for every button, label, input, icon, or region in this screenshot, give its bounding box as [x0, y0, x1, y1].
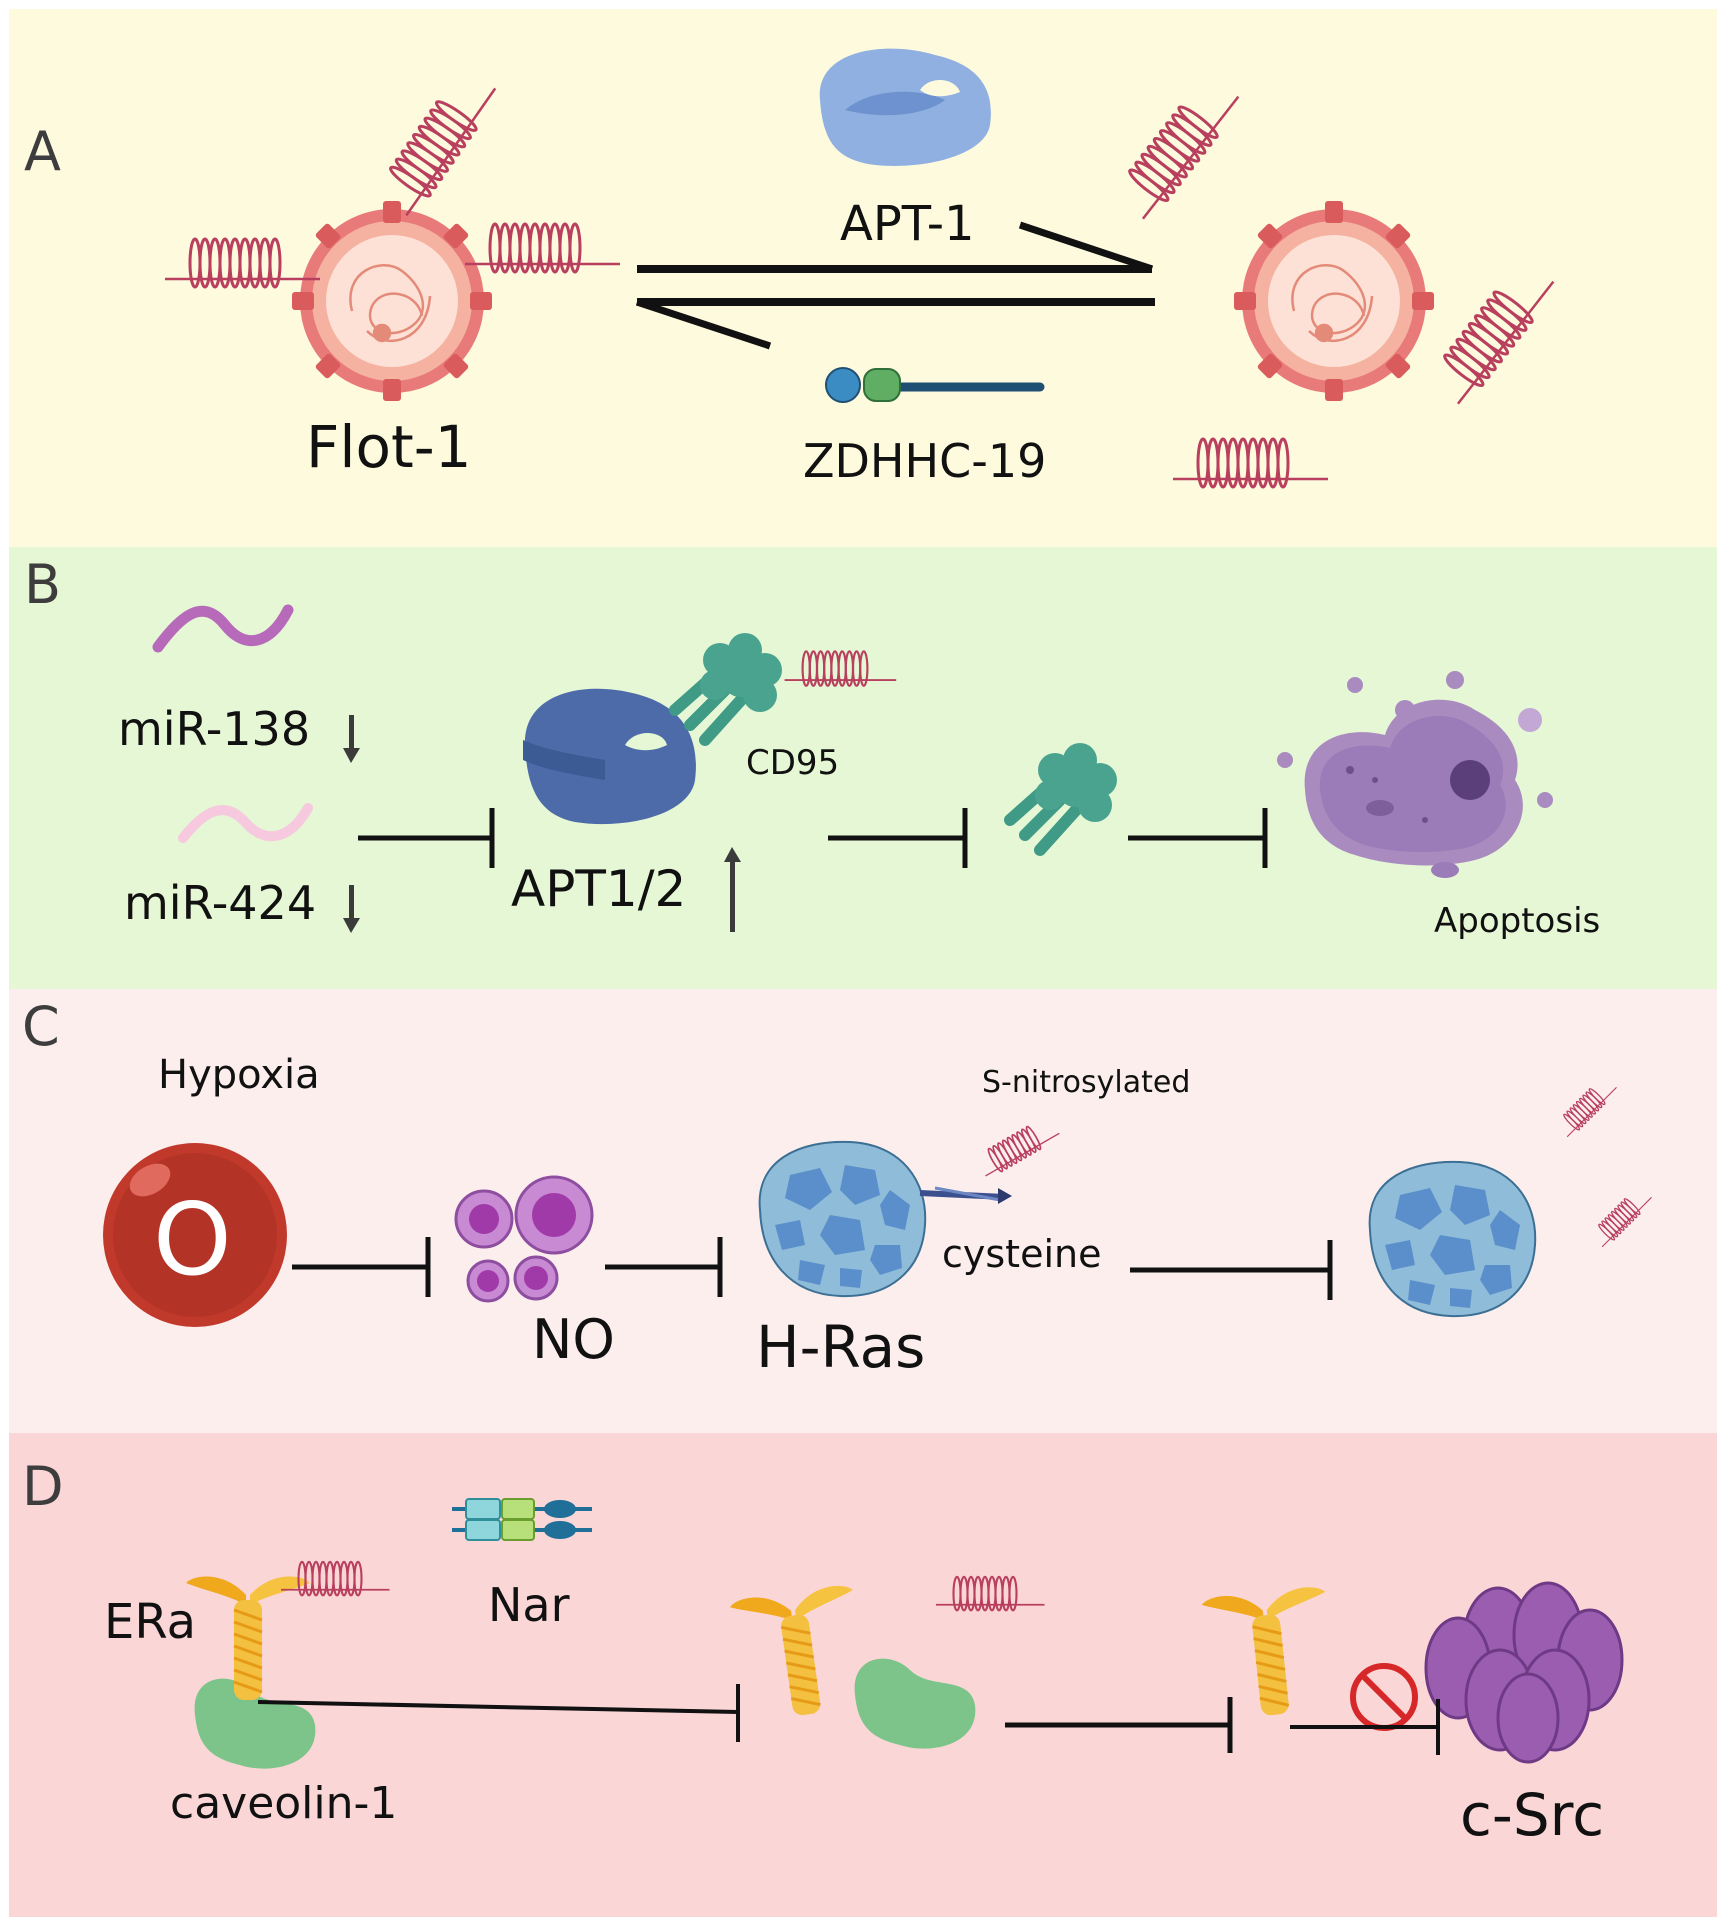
flot1-label: Flot-1: [306, 413, 472, 481]
oxygen-molecule-icon: [103, 1143, 287, 1327]
cd95-released: [1010, 743, 1117, 850]
palmitoyl-helix: [463, 222, 622, 274]
down-arrow-icon: [343, 715, 360, 763]
zdhhc19-enzyme: [825, 367, 1045, 403]
apt1-label: APT-1: [840, 196, 975, 252]
palmitoyl-helix: [1588, 1184, 1655, 1250]
panel-letter-c: C: [22, 995, 60, 1058]
apt12-label: APT1/2: [511, 860, 687, 918]
palmitoyl-helix: [934, 1575, 1046, 1612]
flot1-particle-right: [1232, 199, 1436, 403]
inhibition-arrow: [1128, 808, 1268, 868]
no-label: NO: [532, 1308, 615, 1371]
panel-a-art: [163, 48, 1562, 489]
cysteine-label: cysteine: [942, 1232, 1102, 1276]
palmitoyl-helix: [783, 650, 898, 687]
panel-d-art: [184, 1498, 1624, 1769]
panel-letter-a: A: [24, 120, 61, 183]
palmitoyl-helix: [1553, 1074, 1620, 1140]
palmitoyl-helix: [973, 1113, 1063, 1181]
panel-letter-d: D: [22, 1455, 64, 1518]
oxygen-symbol: O: [153, 1181, 232, 1298]
flot1-particle-left: [290, 199, 494, 403]
inhibition-arrow: [358, 808, 495, 868]
apoptosis-label: Apoptosis: [1434, 901, 1601, 941]
down-arrow-icon: [343, 885, 360, 933]
panel-letter-b: B: [24, 553, 62, 616]
apt12-enzyme: [523, 688, 696, 825]
cd95-receptor: [675, 633, 782, 740]
era-label: ERa: [104, 1594, 197, 1650]
nar-drug-icon: [452, 1498, 592, 1541]
hras-protein: [758, 1140, 927, 1298]
up-arrow-icon: [724, 847, 741, 932]
inhibition-arrow: [828, 808, 968, 868]
palmitoyl-helix: [1424, 255, 1562, 411]
cysteine-link: [919, 1186, 1012, 1204]
era-receptor: [1199, 1583, 1339, 1723]
caveolin1-protein: [854, 1658, 976, 1749]
csrc-label: c-Src: [1460, 1781, 1605, 1849]
inhibition-arrow: [1130, 1240, 1333, 1300]
hras-protein-depalmitoylated: [1368, 1160, 1537, 1318]
caveolin1-label: caveolin-1: [170, 1778, 398, 1829]
cd95-label: CD95: [746, 743, 840, 783]
apoptotic-cell-icon: [1277, 671, 1553, 878]
era-receptor: [727, 1582, 871, 1725]
panel-c-art: [103, 1074, 1655, 1327]
prohibited-icon: [1350, 1663, 1418, 1731]
inhibition-arrow: [605, 1237, 723, 1297]
palmitoyl-helix: [163, 237, 322, 289]
apt1-enzyme: [819, 48, 991, 166]
era-receptor: [184, 1574, 312, 1702]
nar-label: Nar: [488, 1578, 570, 1632]
mir138-label: miR-138: [118, 702, 311, 756]
mir424-label: miR-424: [124, 876, 317, 930]
inhibition-arrow: [292, 1237, 431, 1297]
palmitoyl-helix: [1171, 437, 1330, 489]
mir424-strand: [178, 803, 313, 843]
inhibition-arrow: [257, 1684, 740, 1742]
equilibrium-arrows: [635, 221, 1155, 350]
hypoxia-label: Hypoxia: [158, 1052, 320, 1098]
csrc-kinase-icon: [1424, 1581, 1624, 1764]
palmitoyl-helix: [372, 63, 504, 222]
hras-label: H-Ras: [756, 1313, 926, 1381]
palmitoyl-helix: [1109, 70, 1247, 226]
no-molecules-icon: [454, 1175, 594, 1303]
panel-b-art: [152, 604, 1553, 933]
s-nitrosylated-label: S-nitrosylated: [982, 1065, 1191, 1100]
zdhhc19-label: ZDHHC-19: [803, 434, 1047, 488]
mir138-strand: [152, 604, 294, 653]
inhibition-arrow: [1290, 1699, 1440, 1755]
inhibition-arrow: [1005, 1697, 1233, 1753]
